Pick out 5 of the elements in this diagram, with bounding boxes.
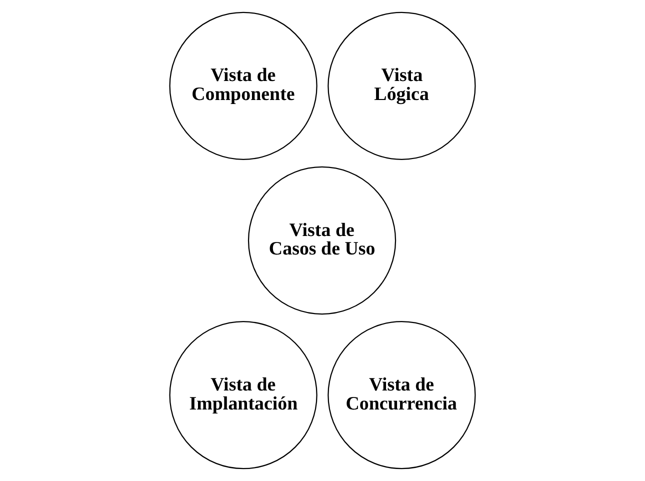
node-circle: Vista Lógica bbox=[328, 12, 476, 160]
node-circle: Vista de Implantación bbox=[169, 321, 318, 470]
node-circle: Vista de Componente bbox=[169, 12, 318, 160]
node-circle: Vista de Concurrencia bbox=[328, 321, 476, 470]
node-circle: Vista de Casos de Uso bbox=[248, 166, 396, 315]
